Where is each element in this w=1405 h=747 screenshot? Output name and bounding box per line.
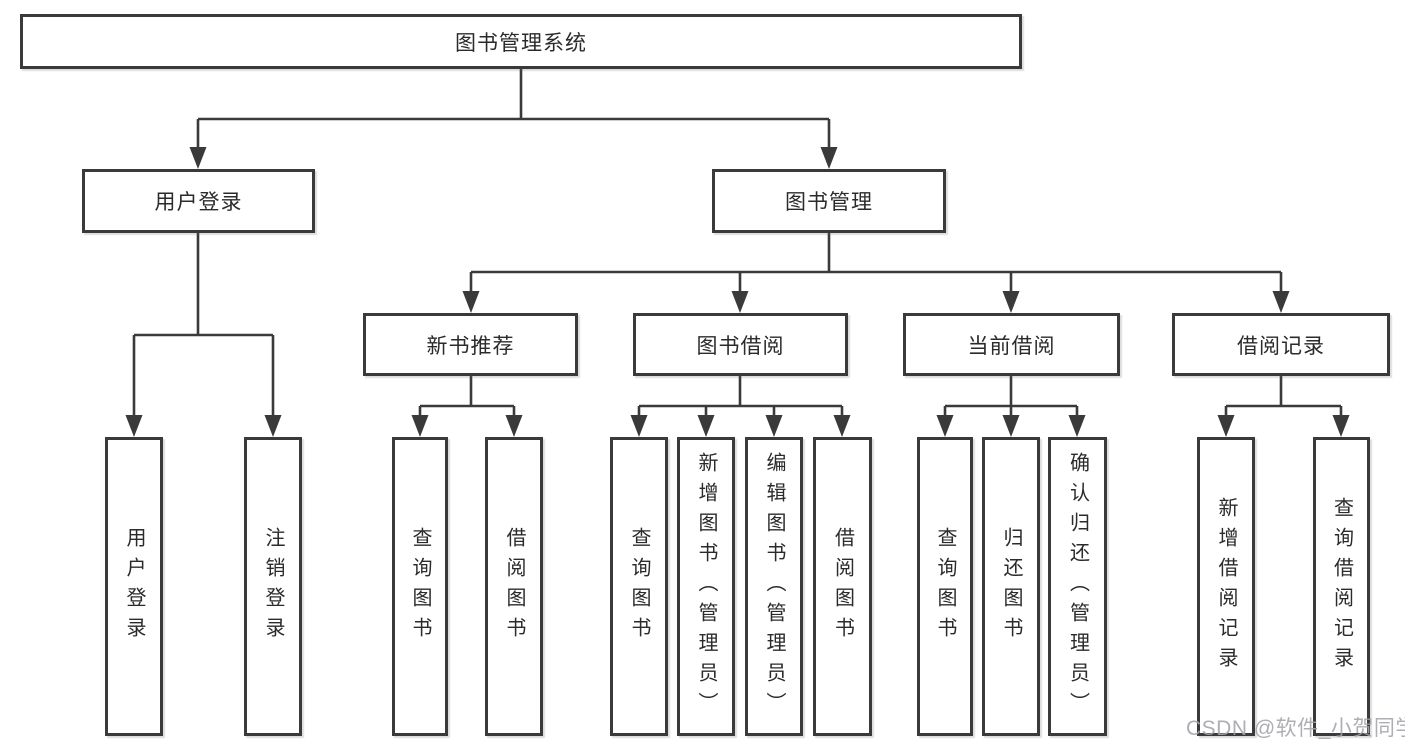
leaf-label: 确认归还（管理员） — [1066, 451, 1089, 722]
node-leaf-add-borrow-record: 新增借阅记录 — [1197, 437, 1255, 736]
node-leaf-borrow-books-recommend: 借阅图书 — [485, 437, 543, 736]
arrow-down-icon — [264, 415, 282, 437]
node-leaf-borrow-books: 借阅图书 — [813, 437, 872, 736]
node-leaf-add-books-admin: 新增图书（管理员） — [677, 437, 735, 736]
arrow-down-icon — [1002, 291, 1020, 313]
arrow-down-icon — [1272, 291, 1290, 313]
edge-usermenu-to-leaves — [132, 233, 275, 417]
arrow-down-icon — [1332, 415, 1350, 437]
leaf-label: 查询图书 — [934, 526, 956, 647]
arrow-down-icon — [411, 415, 429, 437]
node-borrowing-records: 借阅记录 — [1172, 313, 1390, 376]
node-root-system: 图书管理系统 — [20, 14, 1022, 69]
arrow-down-icon — [1217, 415, 1235, 437]
edge-bookmgmt-to-level3 — [469, 233, 1283, 293]
leaf-label: 用户登录 — [123, 526, 145, 647]
arrow-down-icon — [630, 415, 648, 437]
arrow-down-icon — [697, 415, 715, 437]
node-user-login-menu: 用户登录 — [82, 169, 315, 233]
arrowheads — [125, 147, 1350, 437]
leaf-label: 借阅图书 — [503, 526, 525, 647]
node-leaf-edit-books-admin: 编辑图书（管理员） — [745, 437, 803, 736]
leaf-label: 新增图书（管理员） — [695, 451, 717, 722]
arrow-down-icon — [1068, 415, 1086, 437]
arrow-down-icon — [462, 291, 480, 313]
node-leaf-logout: 注销登录 — [244, 437, 302, 736]
leaf-label: 归还图书 — [1000, 526, 1022, 647]
edge-root-to-level2 — [196, 69, 831, 149]
edge-borrowmenu-to-leaves — [637, 376, 844, 417]
node-book-borrowing: 图书借阅 — [633, 313, 848, 376]
arrow-down-icon — [1002, 415, 1020, 437]
edge-recommend-to-leaves — [418, 376, 516, 417]
node-leaf-search-books-borrowing: 查询图书 — [610, 437, 668, 736]
node-leaf-confirm-return-admin: 确认归还（管理员） — [1048, 437, 1107, 736]
leaf-label: 查询借阅记录 — [1330, 496, 1353, 677]
node-book-management-menu: 图书管理 — [712, 169, 946, 233]
arrow-down-icon — [189, 147, 207, 169]
arrow-down-icon — [731, 291, 749, 313]
leaf-label: 查询图书 — [628, 526, 650, 647]
arrow-down-icon — [820, 147, 838, 169]
leaf-label: 查询图书 — [409, 526, 431, 647]
leaf-label: 编辑图书（管理员） — [763, 451, 785, 722]
csdn-watermark: CSDN @软件_小贺同学 — [1186, 717, 1405, 740]
arrow-down-icon — [125, 415, 143, 437]
arrow-down-icon — [936, 415, 954, 437]
edge-currentmenu-to-leaves — [943, 376, 1079, 417]
arrow-down-icon — [765, 415, 783, 437]
node-leaf-search-books-current: 查询图书 — [917, 437, 973, 736]
leaf-label: 借阅图书 — [831, 526, 854, 647]
leaf-label: 注销登录 — [262, 526, 284, 647]
arrow-down-icon — [505, 415, 523, 437]
node-leaf-return-books: 归还图书 — [982, 437, 1040, 736]
node-current-borrowing: 当前借阅 — [903, 313, 1120, 376]
node-leaf-search-books-recommend: 查询图书 — [392, 437, 448, 736]
node-leaf-search-borrow-record: 查询借阅记录 — [1313, 437, 1370, 736]
arrow-down-icon — [833, 415, 851, 437]
leaf-label: 新增借阅记录 — [1215, 496, 1237, 677]
connector-lines — [132, 69, 1343, 417]
node-leaf-user-login: 用户登录 — [105, 437, 163, 736]
edge-recordmenu-to-leaves — [1224, 376, 1343, 417]
node-new-book-recommend: 新书推荐 — [363, 313, 578, 376]
